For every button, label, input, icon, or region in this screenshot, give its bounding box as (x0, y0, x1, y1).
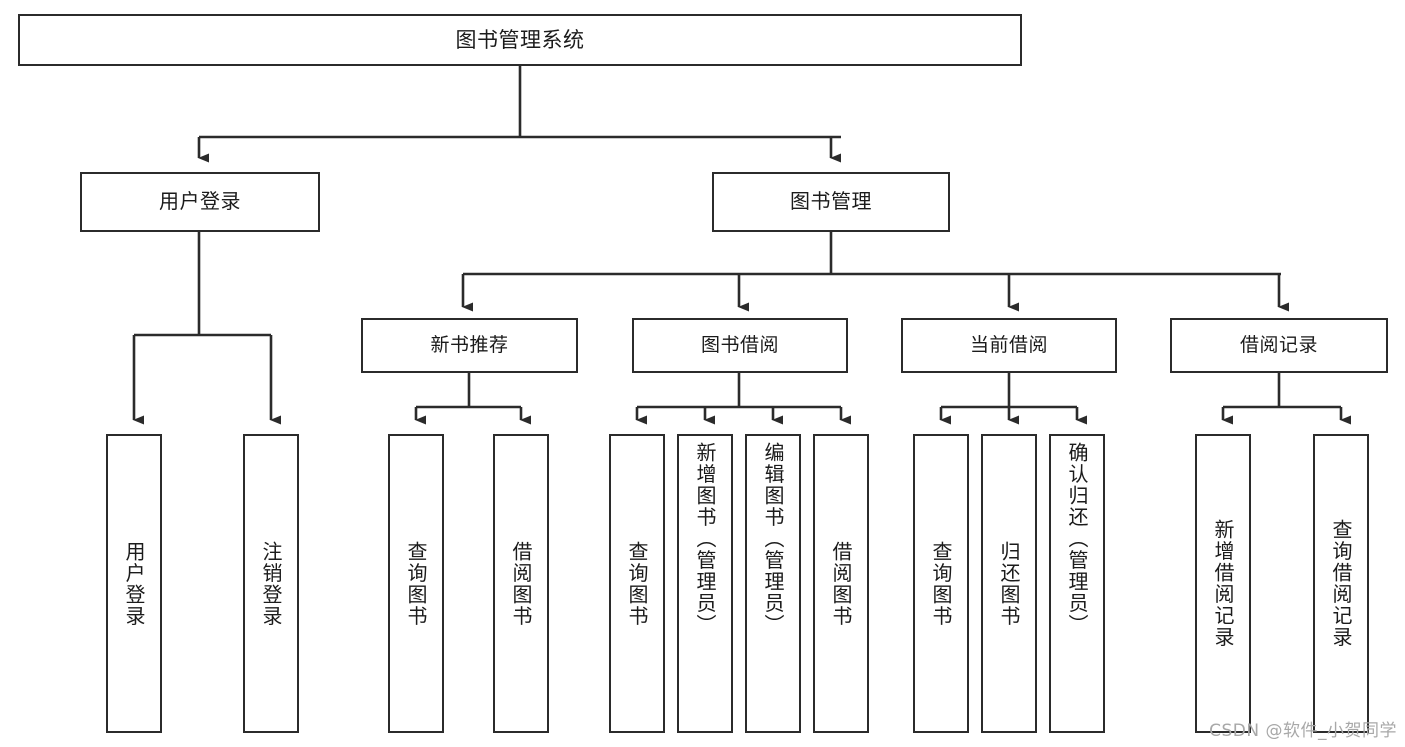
leaf-borrow-add-book-admin[interactable]: 新增图书（管理员） (677, 434, 733, 733)
node-label: 查询图书 (625, 540, 649, 627)
csdn-watermark: CSDN @软件_小贺同学 (1209, 721, 1397, 741)
node-label: 确认归还（管理员） (1065, 442, 1089, 636)
node-label: 图书管理系统 (455, 27, 585, 52)
node-label: 图书管理 (790, 189, 872, 214)
node-label: 归还图书 (997, 540, 1021, 627)
node-label: 借阅图书 (509, 540, 533, 627)
leaf-borrow-query-books[interactable]: 查询图书 (609, 434, 665, 733)
node-label: 借阅图书 (829, 540, 853, 627)
node-label: 用户登录 (122, 540, 146, 627)
node-new-book-recommendation[interactable]: 新书推荐 (361, 318, 578, 373)
node-root-book-management-system[interactable]: 图书管理系统 (18, 14, 1022, 66)
node-label: 编辑图书（管理员） (761, 442, 785, 636)
node-label: 注销登录 (259, 540, 283, 627)
node-label: 新增借阅记录 (1211, 519, 1235, 648)
node-label: 借阅记录 (1239, 334, 1318, 357)
leaf-record-query-borrow-record[interactable]: 查询借阅记录 (1313, 434, 1369, 733)
node-borrowing-record[interactable]: 借阅记录 (1170, 318, 1388, 373)
leaf-current-query-books[interactable]: 查询图书 (913, 434, 969, 733)
node-label: 图书借阅 (700, 334, 779, 357)
node-book-borrowing[interactable]: 图书借阅 (632, 318, 848, 373)
leaf-user-login-signin[interactable]: 用户登录 (106, 434, 162, 733)
node-label: 用户登录 (159, 189, 241, 214)
node-label: 新书推荐 (430, 334, 509, 357)
leaf-newbook-query-books[interactable]: 查询图书 (388, 434, 444, 733)
leaf-current-confirm-return-admin[interactable]: 确认归还（管理员） (1049, 434, 1105, 733)
node-current-borrowing[interactable]: 当前借阅 (901, 318, 1117, 373)
node-label: 新增图书（管理员） (693, 442, 717, 636)
leaf-current-return-books[interactable]: 归还图书 (981, 434, 1037, 733)
node-label: 查询图书 (404, 540, 428, 627)
leaf-borrow-edit-book-admin[interactable]: 编辑图书（管理员） (745, 434, 801, 733)
node-label: 当前借阅 (969, 334, 1048, 357)
leaf-newbook-borrow-books[interactable]: 借阅图书 (493, 434, 549, 733)
node-book-management[interactable]: 图书管理 (712, 172, 950, 232)
leaf-record-add-borrow-record[interactable]: 新增借阅记录 (1195, 434, 1251, 733)
node-user-login[interactable]: 用户登录 (80, 172, 320, 232)
leaf-borrow-borrow-books[interactable]: 借阅图书 (813, 434, 869, 733)
leaf-user-login-signout[interactable]: 注销登录 (243, 434, 299, 733)
node-label: 查询图书 (929, 540, 953, 627)
node-label: 查询借阅记录 (1329, 519, 1353, 648)
